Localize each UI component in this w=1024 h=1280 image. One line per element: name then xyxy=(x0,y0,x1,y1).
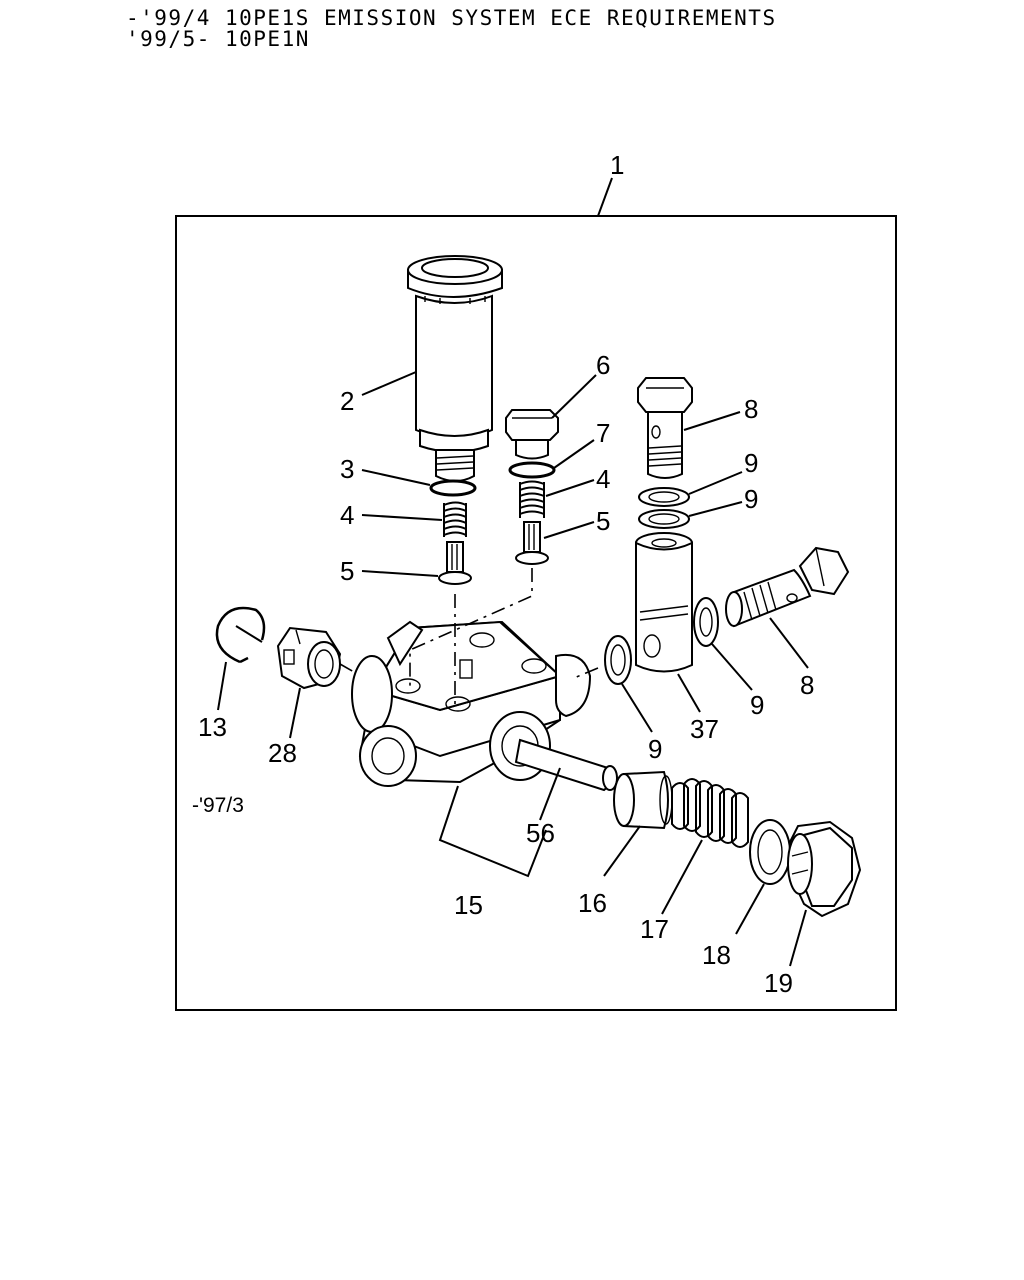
callout-18: 18 xyxy=(702,940,731,970)
callout-9-b: 9 xyxy=(744,484,758,514)
leader-17 xyxy=(661,839,703,915)
leader-4-right xyxy=(545,479,595,497)
leader-9-b xyxy=(688,501,743,517)
washer-part-9-c xyxy=(693,597,719,647)
header-line-1: -'99/4 10PE1S EMISSION SYSTEM ECE REQUIR… xyxy=(126,6,777,30)
valve-part-5-right xyxy=(515,521,549,565)
callout-3: 3 xyxy=(340,454,354,484)
leader-5-right xyxy=(543,521,595,539)
washer-part-9-d xyxy=(604,635,632,685)
leader-15 xyxy=(438,785,547,878)
callout-28: 28 xyxy=(268,738,297,768)
spring-part-4-left xyxy=(443,501,467,537)
callout-19: 19 xyxy=(764,968,793,998)
callout-16: 16 xyxy=(578,888,607,918)
washer-part-9-a xyxy=(638,487,690,507)
callout-2: 2 xyxy=(340,386,354,416)
leader-9-c xyxy=(711,643,753,691)
banjo-fitting-part-37 xyxy=(635,532,693,673)
banjo-bolt-part-8-upper xyxy=(637,377,693,479)
plug-part-6 xyxy=(505,409,559,460)
callout-6: 6 xyxy=(596,350,610,380)
callout-56: 56 xyxy=(526,818,555,848)
spring-part-17 xyxy=(671,778,749,848)
leader-8-upper xyxy=(683,411,741,431)
pump-housing-part-15 xyxy=(351,620,592,787)
valve-part-5-left xyxy=(438,541,472,585)
o-ring-part-3 xyxy=(429,479,477,497)
leader-9-d xyxy=(621,683,653,733)
callout-37: 37 xyxy=(690,714,719,744)
callout-8-upper: 8 xyxy=(744,394,758,424)
leader-5-left xyxy=(361,570,439,577)
callout-13: 13 xyxy=(198,712,227,742)
callout-5-right: 5 xyxy=(596,506,610,536)
callout-9-a: 9 xyxy=(744,448,758,478)
gasket-part-18 xyxy=(749,819,791,885)
leader-4-left xyxy=(361,514,443,521)
plug-part-19 xyxy=(787,820,862,918)
washer-part-9-b xyxy=(638,509,690,529)
leader-28 xyxy=(289,687,301,739)
leader-19 xyxy=(789,909,807,967)
callout-9-c: 9 xyxy=(750,690,764,720)
leader-18 xyxy=(735,883,765,935)
leader-13 xyxy=(217,661,227,711)
header-line-2: '99/5- 10PE1N xyxy=(126,27,310,51)
callout-17: 17 xyxy=(640,914,669,944)
leader-2 xyxy=(361,371,417,396)
callout-15: 15 xyxy=(454,890,483,920)
snap-ring-part-13 xyxy=(215,606,266,664)
leader-37 xyxy=(677,673,701,713)
leader-8-lower xyxy=(769,617,809,669)
leader-9-a xyxy=(688,471,743,495)
callout-5-left: 5 xyxy=(340,556,354,586)
note-model-year: -'97/3 xyxy=(192,794,244,817)
strainer-part-28 xyxy=(276,626,342,690)
spring-part-4-right xyxy=(519,480,545,518)
leader-3 xyxy=(361,469,431,486)
callout-9-d: 9 xyxy=(648,734,662,764)
center-line-strainer xyxy=(339,663,355,673)
leader-16 xyxy=(603,825,641,877)
gasket-part-7 xyxy=(508,461,556,479)
leader-56 xyxy=(539,767,561,821)
center-line-washer xyxy=(573,667,599,679)
callout-1: 1 xyxy=(610,150,624,180)
assembly-frame xyxy=(175,215,897,1011)
callout-7: 7 xyxy=(596,418,610,448)
callout-4-left: 4 xyxy=(340,500,354,530)
center-line-right xyxy=(409,568,533,688)
leader-7 xyxy=(553,439,595,469)
piston-part-16 xyxy=(613,770,673,830)
priming-pump-part-2 xyxy=(407,255,503,482)
banjo-bolt-part-8-lower xyxy=(725,546,850,628)
pin-part-56 xyxy=(514,738,618,792)
callout-8-lower: 8 xyxy=(800,670,814,700)
callout-4-right: 4 xyxy=(596,464,610,494)
leader-1 xyxy=(597,177,613,217)
leader-6 xyxy=(551,374,597,419)
